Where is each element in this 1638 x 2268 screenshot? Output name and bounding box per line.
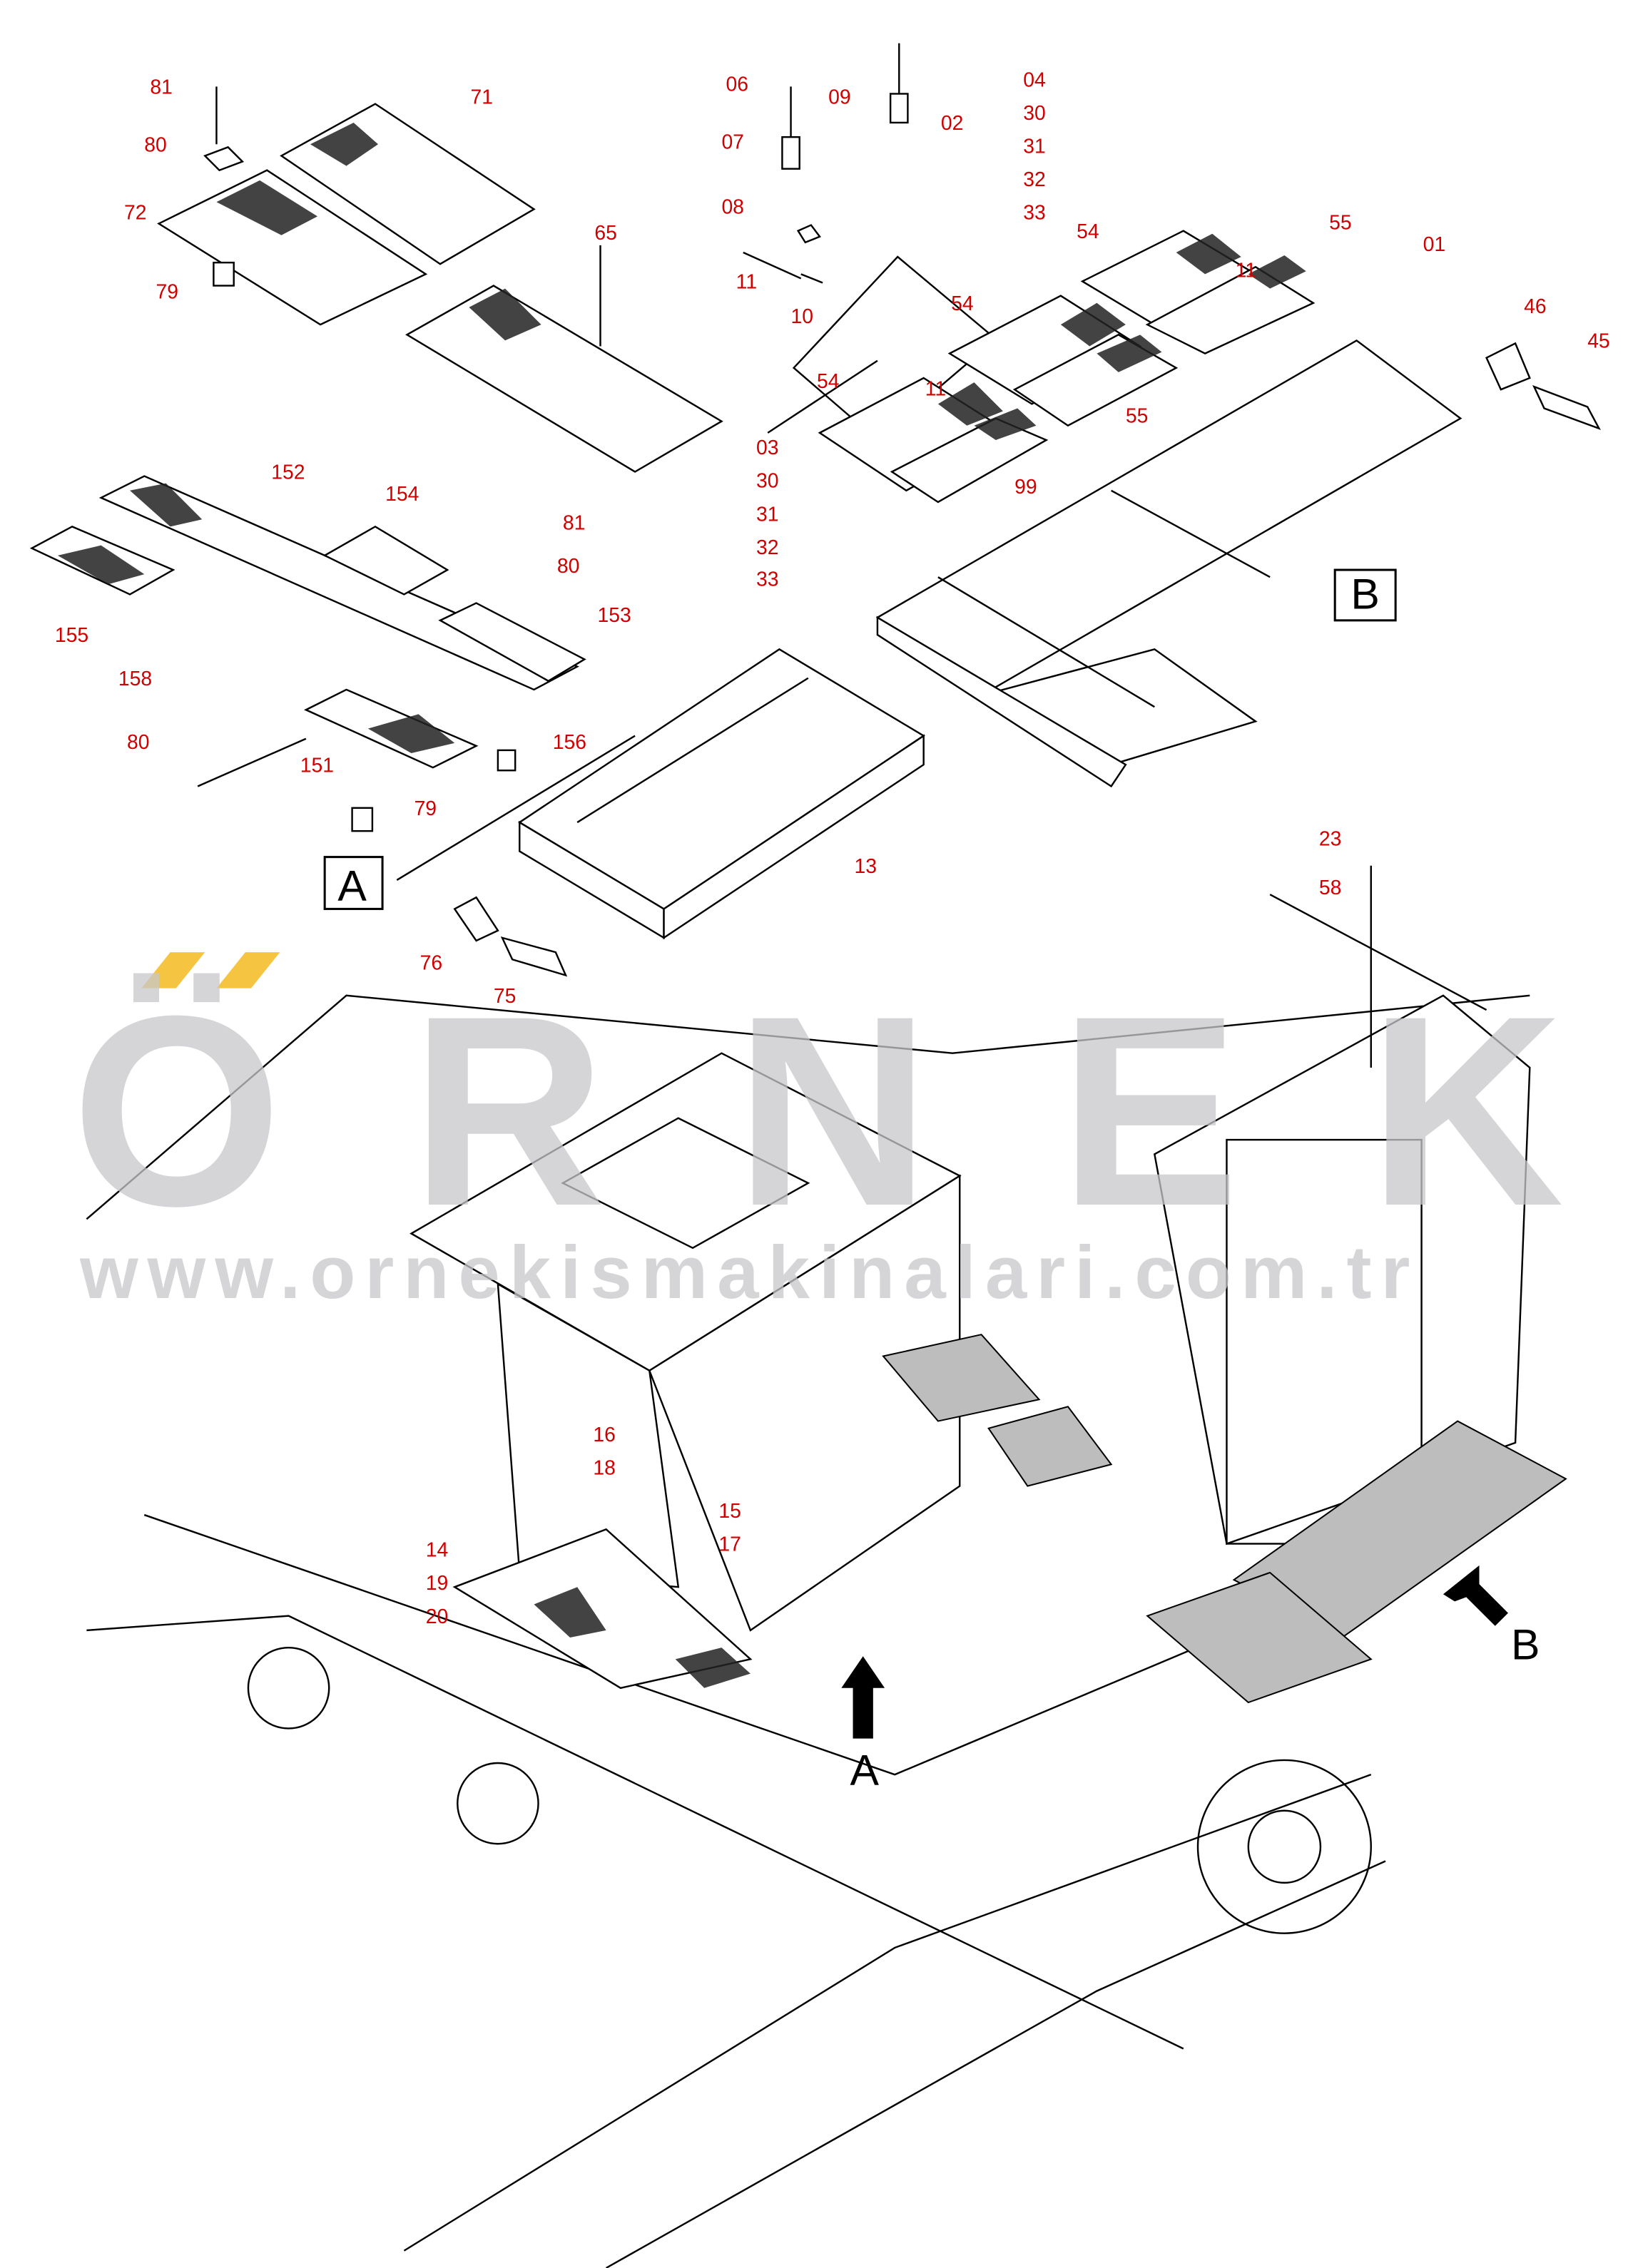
callout: 55 <box>1126 405 1149 428</box>
callout: 32 <box>1023 168 1046 191</box>
view-label-b: B <box>1350 570 1379 618</box>
view-label-a: A <box>337 861 367 909</box>
callout: 33 <box>1023 201 1046 224</box>
callout: 65 <box>594 222 617 245</box>
callout: 03 <box>756 436 779 459</box>
callout: 10 <box>791 305 814 328</box>
callout: 31 <box>1023 135 1046 158</box>
step-plates-group <box>157 86 723 473</box>
arrow-a-icon <box>841 1656 885 1739</box>
machine-body <box>86 865 1567 2268</box>
watermark-accent-icon <box>216 952 280 989</box>
callout: 13 <box>855 855 878 878</box>
arrow-label-b: B <box>1511 1620 1540 1668</box>
callout: 06 <box>726 73 748 96</box>
watermark-accents <box>141 952 280 989</box>
callout: 18 <box>593 1456 616 1479</box>
callout: 151 <box>300 754 334 777</box>
step-plates-a-group <box>29 475 586 910</box>
callout: 76 <box>420 951 442 974</box>
callout: 16 <box>593 1424 616 1446</box>
callout: 11 <box>1236 259 1256 282</box>
callout: 80 <box>127 731 150 754</box>
callout: 58 <box>1319 877 1342 899</box>
callout: 33 <box>756 568 779 591</box>
callout: 02 <box>941 112 964 135</box>
callout: 155 <box>55 624 88 647</box>
callout: 154 <box>385 483 419 506</box>
callout: 30 <box>756 470 779 493</box>
callout: 54 <box>1077 220 1099 243</box>
callout: 31 <box>756 503 779 526</box>
callout: 80 <box>144 133 167 156</box>
frame-13 <box>396 648 925 977</box>
step-plate-65 <box>405 285 723 473</box>
callout: 156 <box>553 731 586 754</box>
callout: 152 <box>271 461 305 484</box>
arrow-b-icon <box>1443 1565 1508 1626</box>
callout: 153 <box>597 604 631 627</box>
grating-panels-group <box>818 230 1316 504</box>
callout: 158 <box>118 668 152 690</box>
cover-plate-group <box>743 43 997 441</box>
callout: 99 <box>1014 476 1037 499</box>
callout: 81 <box>150 76 173 98</box>
view-labels: A B A B <box>337 570 1540 1794</box>
callout: 32 <box>756 536 779 559</box>
callout: 07 <box>721 131 743 153</box>
callout: 15 <box>718 1500 741 1523</box>
callout: 17 <box>718 1533 741 1556</box>
callout: 09 <box>828 86 851 109</box>
callout: 79 <box>414 797 437 820</box>
callout: 19 <box>426 1572 449 1595</box>
callout: 11 <box>925 377 946 400</box>
callout: 20 <box>426 1605 449 1628</box>
callout: 08 <box>721 195 743 218</box>
view-box-a <box>323 856 384 910</box>
callout: 46 <box>1524 295 1547 318</box>
step-plate-72 <box>157 169 428 326</box>
callout: 11 <box>736 271 757 294</box>
callout: 04 <box>1023 68 1046 91</box>
callout: 80 <box>557 555 580 578</box>
callout: 54 <box>817 370 840 393</box>
callout: 81 <box>563 511 586 534</box>
callout: 71 <box>470 86 492 109</box>
callout: 72 <box>124 201 147 224</box>
callout: 23 <box>1319 827 1342 850</box>
view-box-b <box>1333 568 1397 622</box>
callout: 54 <box>951 292 974 315</box>
callout: 14 <box>426 1539 449 1562</box>
callout: 30 <box>1023 102 1046 125</box>
callout: 75 <box>494 985 517 1008</box>
callout: 01 <box>1423 233 1446 256</box>
frame-b <box>875 339 1601 788</box>
watermark-accent-icon <box>141 952 205 989</box>
arrow-label-a: A <box>850 1745 879 1794</box>
callout: 55 <box>1329 212 1352 235</box>
callout-labels: 81 71 80 72 79 65 06 07 08 09 02 04 30 3… <box>55 68 1610 1628</box>
callout: 79 <box>156 281 178 304</box>
callout: 45 <box>1587 330 1610 353</box>
